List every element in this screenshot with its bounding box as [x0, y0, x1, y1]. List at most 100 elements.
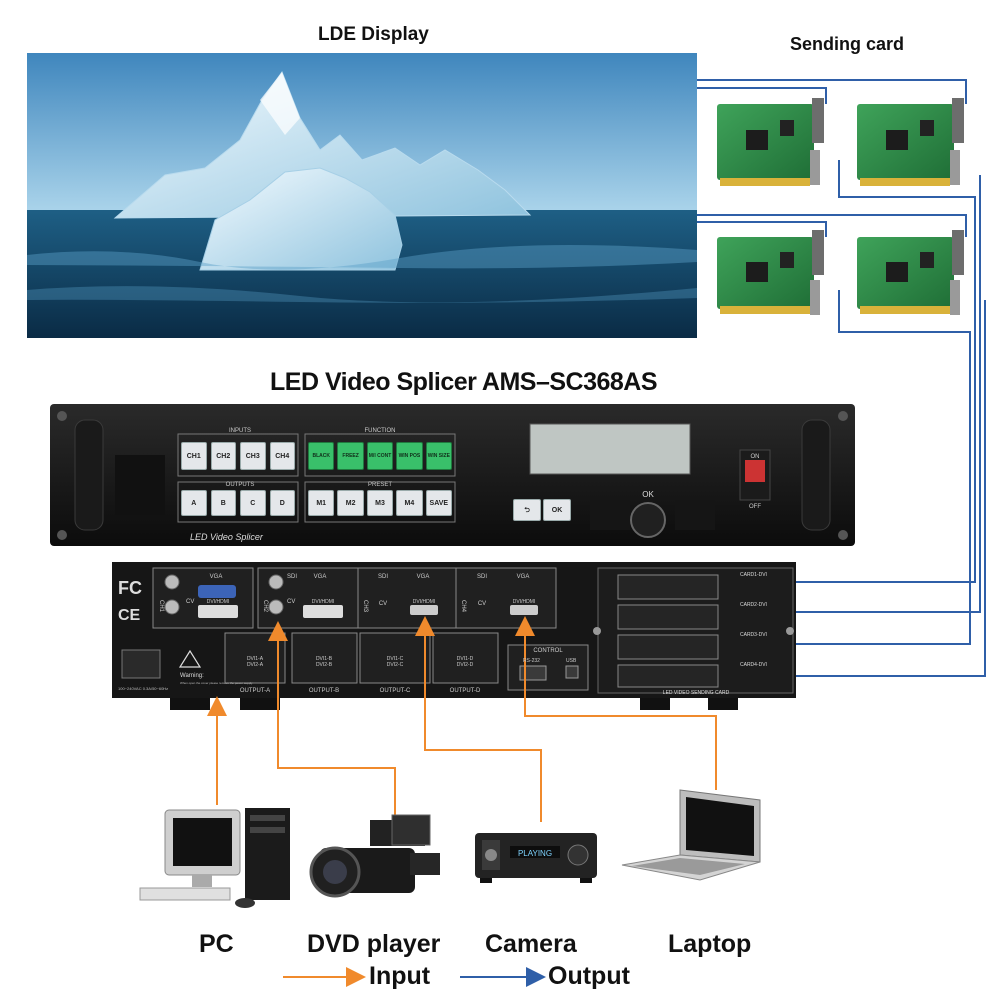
vga-label-1: VGA: [210, 574, 223, 580]
splicer-rear-panel: [112, 562, 796, 710]
pc-label: PC: [199, 930, 234, 958]
dvi-bottom-b: DVI2-B: [316, 662, 333, 668]
output-connections: [697, 79, 986, 686]
output-label-a: OUTPUT-A: [240, 688, 270, 694]
dvi-bottom-d: DVI2-D: [457, 662, 474, 668]
vga-label-3: VGA: [417, 574, 430, 580]
input-buttons-group: CH1 CH2 CH3 CH4: [181, 442, 295, 470]
preset-label: PRESET: [368, 482, 392, 488]
warning-title: Warning:: [180, 673, 204, 679]
dvi-label-3: DVI/HDMI: [413, 599, 436, 605]
rs232-label: RS-232: [523, 658, 540, 664]
channel-label-2: CH2: [262, 600, 268, 613]
laptop-label: Laptop: [668, 930, 752, 958]
output-button-b[interactable]: B: [210, 490, 236, 516]
control-label: CONTROL: [533, 648, 563, 654]
input-button-ch4[interactable]: CH4: [269, 442, 295, 470]
card-label-3: CARD3-DVI: [740, 632, 767, 638]
output-button-d[interactable]: D: [269, 490, 295, 516]
dvi-top-b: DVI1-B: [316, 656, 333, 662]
preset-button-m2[interactable]: M2: [337, 490, 364, 516]
ce-logo: CE: [118, 607, 141, 624]
vga-label-2: VGA: [314, 574, 327, 580]
cv-label-1: CV: [186, 599, 194, 605]
camera-display-text: PLAYING: [518, 849, 552, 858]
sending-card-title: Sending card: [790, 34, 905, 54]
output-buttons-group: A B C D: [181, 490, 295, 516]
dvi-bottom-a: DVI2-A: [247, 662, 264, 668]
sdi-label-3: SDI: [378, 574, 388, 580]
output-label-b: OUTPUT-B: [309, 688, 339, 694]
back-button[interactable]: ⮌: [513, 499, 541, 521]
power-off-label: OFF: [749, 504, 761, 510]
card-label-1: CARD1-DVI: [740, 572, 767, 578]
fc-logo: FC: [118, 578, 142, 598]
preset-button-m4[interactable]: M4: [396, 490, 423, 516]
channel-label-3: CH3: [362, 600, 368, 613]
ok-button[interactable]: OK: [543, 499, 571, 521]
sending-card-4: [857, 230, 964, 315]
pc-icon: [139, 808, 290, 908]
output-button-a[interactable]: A: [181, 490, 207, 516]
laptop-icon: [621, 789, 761, 881]
input-button-ch1[interactable]: CH1: [181, 442, 207, 470]
dvd-player-label: DVD player: [307, 930, 441, 958]
function-button-black[interactable]: BLACK: [308, 442, 335, 470]
splicer-title: LED Video Splicer AMS–SC368AS: [270, 368, 658, 396]
function-buttons-group: BLACK FREEZ M/I CONT WIN POS WIN SIZE: [308, 442, 453, 470]
sending-card-1: [717, 98, 824, 186]
power-switch[interactable]: [740, 450, 770, 500]
output-button-c[interactable]: C: [240, 490, 266, 516]
channel-label-1: CH1: [158, 600, 164, 613]
brand-label: LED Video Splicer: [190, 532, 264, 542]
sending-card-2: [857, 98, 964, 186]
usb-label: USB: [566, 658, 577, 664]
player-device-icon: [475, 833, 597, 883]
output-label-d: OUTPUT-D: [450, 688, 481, 694]
input-button-ch2[interactable]: CH2: [210, 442, 236, 470]
power-on-label: ON: [751, 454, 760, 460]
dvi-top-d: DVI1-D: [457, 656, 474, 662]
dvi-bottom-c: DVI2-C: [387, 662, 404, 668]
cv-label-2: CV: [287, 599, 295, 605]
warning-text: When open the cover please remove the po…: [180, 681, 253, 685]
outputs-label: OUTPUTS: [226, 482, 255, 488]
function-label: FUNCTION: [365, 428, 396, 434]
preset-button-m3[interactable]: M3: [366, 490, 394, 516]
function-button-win-size[interactable]: WIN SIZE: [425, 442, 453, 470]
preset-button-save[interactable]: SAVE: [425, 490, 453, 516]
sdi-label-2: SDI: [287, 574, 297, 580]
dvi-label-4: DVI/HDMI: [513, 599, 536, 605]
output-label-c: OUTPUT-C: [380, 688, 411, 694]
legend-output-label: Output: [548, 962, 630, 990]
video-camera-icon: [309, 814, 440, 898]
sdi-label-4: SDI: [477, 574, 487, 580]
preset-button-m1[interactable]: M1: [308, 490, 335, 516]
function-button-freez[interactable]: FREEZ: [337, 442, 364, 470]
knob-label: OK: [642, 490, 654, 499]
splicer-front-panel: [50, 404, 855, 546]
card-label-2: CARD2-DVI: [740, 602, 767, 608]
legend-input-label: Input: [369, 962, 431, 990]
dvi-label-2: DVI/HDMI: [312, 599, 335, 605]
function-button-mi-cont[interactable]: M/I CONT: [366, 442, 394, 470]
function-button-win-pos[interactable]: WIN POS: [396, 442, 423, 470]
cv-label-4: CV: [478, 601, 486, 607]
input-connections: [207, 616, 717, 830]
camera-label: Camera: [485, 930, 577, 958]
dvi-top-a: DVI1-A: [247, 656, 264, 662]
cv-label-3: CV: [379, 601, 387, 607]
inputs-label: INPUTS: [229, 428, 251, 434]
dvi-label-1: DVI/HDMI: [207, 599, 230, 605]
input-button-ch3[interactable]: CH3: [240, 442, 266, 470]
preset-buttons-group: M1 M2 M3 M4 SAVE: [308, 490, 453, 516]
channel-label-4: CH4: [460, 600, 466, 613]
control-knob[interactable]: [631, 503, 665, 537]
card-label-4: CARD4-DVI: [740, 662, 767, 668]
card-panel-label: LED VIDEO SENDING CARD: [663, 690, 730, 696]
display-title: LDE Display: [318, 24, 429, 45]
vga-label-4: VGA: [517, 574, 530, 580]
sending-card-3: [717, 230, 824, 315]
power-spec: 100~240VAC 0.3A/50~60Hz: [118, 686, 168, 691]
